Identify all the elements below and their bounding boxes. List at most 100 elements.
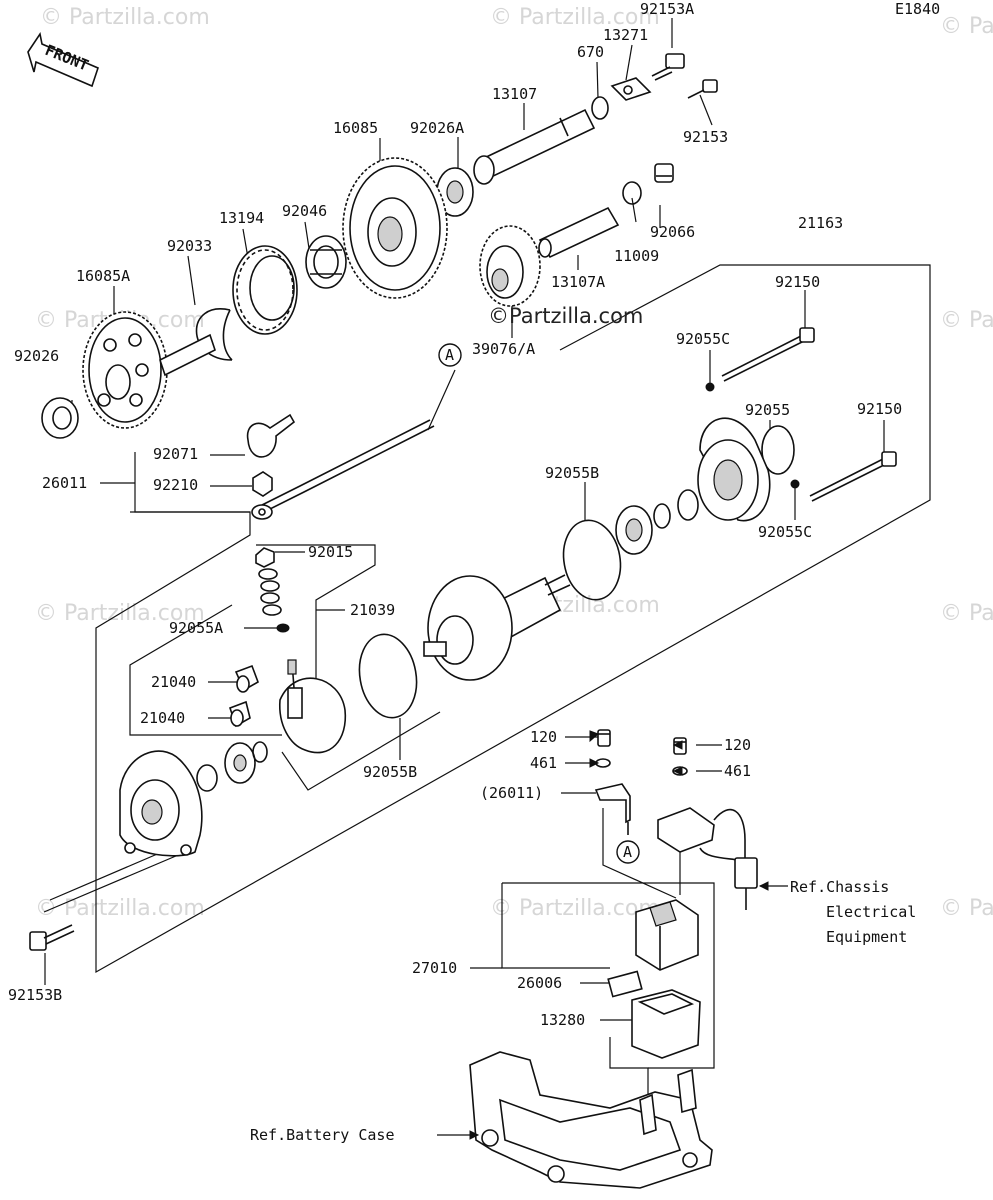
relay-cover-part bbox=[657, 807, 758, 910]
part-label: 92150 bbox=[857, 400, 902, 418]
copyright-label: ©Partzilla.com bbox=[488, 304, 643, 328]
part-label: 92026 bbox=[14, 347, 59, 365]
screw-120-left-part bbox=[597, 729, 611, 747]
part-label: 92046 bbox=[282, 202, 327, 220]
part-label: 92210 bbox=[153, 476, 198, 494]
o-ring-92055-part bbox=[761, 425, 795, 475]
front-cover-21163-part bbox=[697, 417, 771, 522]
shaft-13107-part bbox=[473, 108, 596, 185]
watermark: © Partzilla.com bbox=[40, 5, 210, 30]
diagram-code: E1840 bbox=[895, 0, 940, 18]
part-label: 92153A bbox=[640, 0, 694, 18]
part-label: 27010 bbox=[412, 959, 457, 977]
brush-21040-lower-part bbox=[228, 700, 251, 728]
washer-part bbox=[677, 489, 699, 521]
nut-92210-part bbox=[252, 471, 273, 497]
o-ring-92055c-upper-part bbox=[705, 382, 715, 392]
part-label: 13107 bbox=[492, 85, 537, 103]
part-label: 92071 bbox=[153, 445, 198, 463]
part-label: 11009 bbox=[614, 247, 659, 265]
watermark: © Partzilla.com bbox=[940, 308, 993, 333]
rear-bearing-part bbox=[224, 742, 256, 784]
o-ring-92055a-part bbox=[276, 623, 290, 633]
bolt-92153a-part bbox=[651, 53, 685, 81]
o-ring-92055b-upper-part bbox=[562, 519, 622, 601]
one-way-clutch-13194-part bbox=[232, 245, 298, 335]
washer-part bbox=[252, 741, 268, 763]
part-label: 461 bbox=[724, 762, 751, 780]
part-label: 92033 bbox=[167, 237, 212, 255]
fuse-26006-part bbox=[607, 970, 643, 998]
o-ring-92055b-lower-part bbox=[358, 633, 418, 719]
gear-16085a-part bbox=[82, 311, 216, 429]
part-label: 13194 bbox=[219, 209, 264, 227]
snap-ring-92033-part bbox=[195, 308, 233, 361]
bolt-92150-upper-part bbox=[721, 327, 815, 382]
o-ring-670-part bbox=[591, 96, 609, 120]
washer-92026-part bbox=[41, 397, 79, 439]
part-label: 92150 bbox=[775, 273, 820, 291]
part-label: 21040 bbox=[151, 673, 196, 691]
svg-text:A: A bbox=[445, 346, 454, 364]
part-label: 21039 bbox=[350, 601, 395, 619]
plug-92066-part bbox=[654, 163, 674, 183]
terminal-cap-92071-part bbox=[246, 413, 296, 458]
bolt-92153b-part bbox=[29, 924, 75, 951]
part-label: 92055 bbox=[745, 401, 790, 419]
part-label: 92055C bbox=[676, 330, 730, 348]
part-label: 92153 bbox=[683, 128, 728, 146]
part-label: 92066 bbox=[650, 223, 695, 241]
shaft-13107a-part bbox=[538, 206, 620, 259]
part-label: 92015 bbox=[308, 543, 353, 561]
armature-part bbox=[423, 574, 571, 681]
ref-battery-case-label: Ref.Battery Case bbox=[250, 1126, 395, 1144]
starter-relay-27010-part bbox=[635, 899, 699, 971]
collar-92026a-part bbox=[436, 167, 474, 217]
ref-chassis-label: Equipment bbox=[826, 928, 907, 946]
part-label: (26011) bbox=[480, 784, 543, 802]
washer-part bbox=[653, 503, 671, 529]
callout-a-lower: A bbox=[616, 840, 640, 864]
watermark: © Partzilla.com bbox=[490, 896, 660, 921]
ref-chassis-label: Ref.Chassis bbox=[790, 878, 889, 896]
ref-chassis-label: Electrical bbox=[826, 903, 916, 921]
part-label: 26006 bbox=[517, 974, 562, 992]
o-ring-92055c-lower-part bbox=[790, 479, 800, 489]
lead-26011-part bbox=[251, 419, 435, 520]
gasket-11009-part bbox=[622, 181, 642, 205]
part-label: 21040 bbox=[140, 709, 185, 727]
bolt-92153-part bbox=[687, 79, 718, 99]
front-arrow-icon: FRONT bbox=[27, 31, 99, 88]
part-label: 120 bbox=[724, 736, 751, 754]
part-label: 13107A bbox=[551, 273, 605, 291]
needle-bearing-92046-part bbox=[305, 235, 347, 289]
starter-assembly-outline bbox=[95, 264, 931, 974]
battery-case-part bbox=[469, 1051, 713, 1189]
nut-92015-part bbox=[255, 547, 282, 616]
brush-holder-21039-part bbox=[279, 659, 347, 754]
part-label: 92055B bbox=[363, 763, 417, 781]
leader-arrows bbox=[469, 730, 769, 1140]
svg-text:A: A bbox=[623, 843, 632, 861]
part-label: 92055A bbox=[169, 619, 223, 637]
rear-cover-part bbox=[119, 750, 203, 857]
relay-holder-13280-part bbox=[631, 989, 701, 1059]
watermark: © Partzilla.com bbox=[940, 14, 993, 39]
part-label: 39076/A bbox=[472, 340, 535, 358]
part-label: 16085 bbox=[333, 119, 378, 137]
part-label: 21163 bbox=[798, 214, 843, 232]
part-labels: 92153A 13271 670 13107 92153 92026A 1608… bbox=[8, 0, 902, 1029]
brush-21040-upper-part bbox=[234, 664, 259, 693]
bearing-part bbox=[615, 505, 653, 555]
part-label: 670 bbox=[577, 43, 604, 61]
watermark: © Partzilla.com bbox=[940, 896, 993, 921]
part-label: 13280 bbox=[540, 1011, 585, 1029]
bolt-92150-lower-part bbox=[809, 451, 897, 502]
reference-labels: Ref.Chassis Electrical Equipment Ref.Bat… bbox=[250, 878, 916, 1144]
leader-lines bbox=[43, 18, 885, 1136]
washer-part bbox=[196, 764, 218, 792]
part-label: 26011 bbox=[42, 474, 87, 492]
part-label: 92055B bbox=[545, 464, 599, 482]
part-label: 92153B bbox=[8, 986, 62, 1004]
